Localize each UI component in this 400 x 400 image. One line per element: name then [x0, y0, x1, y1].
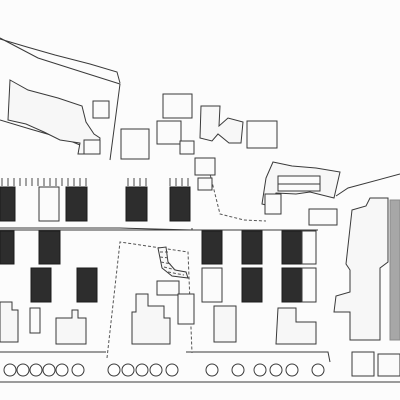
- upper-right-tower: [264, 193, 282, 215]
- upper-middle-buildings: [120, 93, 278, 191]
- tree: [285, 363, 299, 377]
- fence-ticks: [1, 178, 189, 186]
- central-plaza: [156, 246, 195, 325]
- upper-middle-building-5: [199, 105, 244, 144]
- tree: [3, 363, 17, 377]
- right-bottom-building-1: [351, 351, 375, 377]
- row-1-houses: [0, 186, 191, 222]
- upper-left-annex: [83, 139, 101, 155]
- house-r2-3: [201, 230, 223, 265]
- tree: [121, 363, 135, 377]
- tree: [311, 363, 325, 377]
- upper-right-side-building: [308, 208, 338, 226]
- row-3-houses: [30, 267, 317, 303]
- upper-middle-building-4: [179, 140, 195, 155]
- tree: [231, 363, 245, 377]
- right-bottom-building-2: [377, 353, 400, 377]
- tree: [42, 363, 56, 377]
- tree: [205, 363, 219, 377]
- tree: [16, 363, 30, 377]
- tree: [165, 363, 179, 377]
- house-r2-2: [38, 230, 61, 265]
- house-r3-2: [76, 267, 98, 303]
- house-r2-6: [301, 230, 317, 265]
- top-boundary-road: [0, 38, 121, 84]
- house-r3-6: [301, 267, 317, 303]
- bottom-center-building: [131, 293, 171, 345]
- bottom-left-buildings: [0, 293, 171, 345]
- row-2-houses: [0, 230, 317, 265]
- upper-right-bar-2: [277, 183, 321, 192]
- bottom-right-building-1: [213, 305, 237, 343]
- tree: [269, 363, 283, 377]
- upper-left-buildings: [7, 79, 110, 155]
- tree: [107, 363, 121, 377]
- house-r1-2: [38, 186, 60, 222]
- bottom-left-building-1: [0, 301, 19, 343]
- house-r1-4: [125, 186, 148, 222]
- plaza-small-building: [156, 280, 180, 296]
- bottom-right-building-2: [275, 307, 317, 345]
- house-r1-5: [169, 186, 191, 222]
- upper-left-small-building: [92, 100, 110, 119]
- house-r2-5: [281, 230, 303, 265]
- right-side-buildings: [333, 197, 400, 377]
- tree-row: [3, 363, 325, 377]
- main-street-lower-edge: [0, 351, 331, 363]
- right-grey-block: [389, 199, 400, 341]
- house-r2-1: [0, 230, 15, 265]
- upper-middle-building-7: [194, 157, 216, 176]
- house-r3-3: [201, 267, 223, 303]
- bottom-left-building-3: [55, 309, 87, 345]
- upper-right-bar-1: [277, 175, 321, 185]
- bottom-left-building-2: [29, 307, 41, 334]
- tree: [253, 363, 267, 377]
- house-r1-3: [65, 186, 88, 222]
- house-r3-4: [241, 267, 263, 303]
- tree: [135, 363, 149, 377]
- upper-dashed-boundary: [208, 169, 267, 222]
- upper-middle-building-6: [246, 120, 278, 149]
- house-r3-5: [281, 267, 303, 303]
- tree: [29, 363, 43, 377]
- tree: [55, 363, 69, 377]
- right-road-edge: [335, 173, 400, 197]
- upper-middle-building-3: [156, 120, 182, 145]
- amphitheater-step-lines: [159, 251, 185, 276]
- main-street-upper-edge: [0, 227, 193, 231]
- upper-middle-building-1: [162, 93, 193, 119]
- tree: [149, 363, 163, 377]
- bottom-right-buildings: [213, 305, 317, 345]
- tree: [71, 363, 85, 377]
- upper-right-complex: [261, 161, 341, 226]
- house-r2-4: [241, 230, 263, 265]
- house-r1-1: [0, 186, 16, 222]
- right-long-building: [333, 197, 389, 341]
- upper-middle-building-2: [120, 128, 150, 160]
- plaza-tall-building: [177, 293, 195, 325]
- house-r3-1: [30, 267, 52, 303]
- upper-middle-building-8: [197, 177, 213, 191]
